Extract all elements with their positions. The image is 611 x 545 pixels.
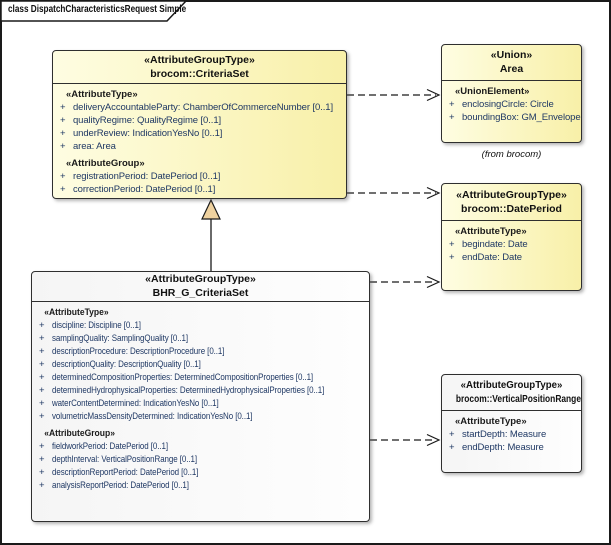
class-box-bhr-g-criteriaset[interactable]: «AttributeGroupType» BHR_G_CriteriaSet «… bbox=[31, 271, 370, 522]
class-header: «AttributeGroupType» BHR_G_CriteriaSet bbox=[32, 272, 369, 302]
class-attributes: «AttributeType» +discipline: Discipline … bbox=[32, 302, 369, 492]
dependency-arrow-criteriaset-to-dateperiod bbox=[347, 186, 441, 200]
visibility-plus: + bbox=[39, 372, 45, 383]
generalization-connector-bhr-to-criteriaset bbox=[201, 198, 221, 271]
visibility-plus: + bbox=[60, 171, 66, 182]
attribute-row: +deliveryAccountableParty: ChamberOfComm… bbox=[60, 102, 333, 113]
class-box-criteriaset[interactable]: «AttributeGroupType» brocom::CriteriaSet… bbox=[52, 50, 347, 199]
visibility-plus: + bbox=[39, 385, 45, 396]
class-name: brocom::VerticalPositionRange bbox=[455, 393, 581, 405]
class-box-verticalpositionrange[interactable]: «AttributeGroupType» brocom::VerticalPos… bbox=[441, 374, 582, 473]
visibility-plus: + bbox=[449, 442, 455, 453]
attribute-row: +descriptionProcedure: DescriptionProced… bbox=[39, 346, 225, 357]
attribute-row: +depthInterval: VerticalPositionRange [0… bbox=[39, 454, 198, 465]
section-label: «AttributeType» bbox=[66, 89, 138, 100]
class-attributes: «AttributeType» +begindate: Date +endDat… bbox=[442, 221, 581, 264]
visibility-plus: + bbox=[39, 411, 45, 422]
section-label: «AttributeGroup» bbox=[44, 428, 115, 439]
class-attributes: «AttributeType» +deliveryAccountablePart… bbox=[53, 84, 346, 196]
class-attributes: «AttributeType» +startDepth: Measure +en… bbox=[442, 411, 581, 454]
visibility-plus: + bbox=[39, 480, 45, 491]
class-name: brocom::CriteriaSet bbox=[150, 67, 249, 80]
attribute-row: +boundingBox: GM_Envelope bbox=[449, 112, 581, 123]
class-box-area[interactable]: «Union» Area «UnionElement» +enclosingCi… bbox=[441, 44, 582, 143]
section-label: «AttributeType» bbox=[455, 416, 527, 427]
attribute-row: +determinedHydrophysicalProperties: Dete… bbox=[39, 385, 325, 396]
attribute-row: +startDepth: Measure bbox=[449, 429, 547, 440]
class-stereotype: «AttributeGroupType» bbox=[145, 273, 256, 285]
visibility-plus: + bbox=[39, 398, 45, 409]
attribute-row: +discipline: Discipline [0..1] bbox=[39, 320, 141, 331]
dependency-arrow-bhr-to-dateperiod bbox=[370, 275, 441, 289]
class-stereotype: «Union» bbox=[490, 49, 533, 61]
attribute-row: +endDate: Date bbox=[449, 252, 522, 263]
section-label: «AttributeGroup» bbox=[66, 158, 145, 169]
visibility-plus: + bbox=[60, 141, 66, 152]
class-box-dateperiod[interactable]: «AttributeGroupType» brocom::DatePeriod … bbox=[441, 183, 582, 291]
class-name: BHR_G_CriteriaSet bbox=[152, 287, 249, 299]
attribute-row: +underReview: IndicationYesNo [0..1] bbox=[60, 128, 223, 139]
visibility-plus: + bbox=[39, 454, 45, 465]
from-package-note: (from brocom) bbox=[481, 149, 542, 160]
visibility-plus: + bbox=[449, 99, 455, 110]
class-header: «AttributeGroupType» brocom::VerticalPos… bbox=[442, 375, 581, 411]
visibility-plus: + bbox=[60, 184, 66, 195]
class-name: brocom::DatePeriod bbox=[461, 202, 562, 215]
visibility-plus: + bbox=[39, 467, 45, 478]
visibility-plus: + bbox=[39, 320, 45, 331]
visibility-plus: + bbox=[449, 429, 455, 440]
visibility-plus: + bbox=[60, 102, 66, 113]
visibility-plus: + bbox=[60, 115, 66, 126]
visibility-plus: + bbox=[449, 112, 455, 123]
attribute-row: +samplingQuality: SamplingQuality [0..1] bbox=[39, 333, 189, 344]
dependency-arrow-criteriaset-to-area bbox=[347, 88, 441, 102]
attribute-row: +analysisReportPeriod: DatePeriod [0..1] bbox=[39, 480, 189, 491]
class-header: «Union» Area bbox=[442, 45, 581, 81]
visibility-plus: + bbox=[39, 333, 45, 344]
attribute-row: +area: Area bbox=[60, 141, 116, 152]
attribute-row: +qualityRegime: QualityRegime [0..1] bbox=[60, 115, 222, 126]
attribute-row: +fieldworkPeriod: DatePeriod [0..1] bbox=[39, 441, 169, 452]
class-header: «AttributeGroupType» brocom::CriteriaSet bbox=[53, 51, 346, 84]
dependency-arrow-bhr-to-verticalpositionrange bbox=[370, 433, 441, 447]
diagram-title: class DispatchCharacteristicsRequest Sim… bbox=[8, 4, 187, 15]
section-label: «AttributeType» bbox=[44, 307, 109, 318]
section-label: «AttributeType» bbox=[455, 226, 527, 237]
visibility-plus: + bbox=[60, 128, 66, 139]
attribute-row: +enclosingCircle: Circle bbox=[449, 99, 554, 110]
class-header: «AttributeGroupType» brocom::DatePeriod bbox=[442, 184, 581, 221]
attribute-row: +waterContentDetermined: IndicationYesNo… bbox=[39, 398, 219, 409]
visibility-plus: + bbox=[449, 239, 455, 250]
visibility-plus: + bbox=[39, 441, 45, 452]
visibility-plus: + bbox=[449, 252, 455, 263]
attribute-row: +determinedCompositionProperties: Determ… bbox=[39, 372, 314, 383]
class-stereotype: «AttributeGroupType» bbox=[456, 188, 567, 201]
visibility-plus: + bbox=[39, 359, 45, 370]
attribute-row: +correctionPeriod: DatePeriod [0..1] bbox=[60, 184, 216, 195]
diagram-frame-tab: class DispatchCharacteristicsRequest Sim… bbox=[0, 0, 200, 24]
attribute-row: +descriptionQuality: DescriptionQuality … bbox=[39, 359, 201, 370]
class-stereotype: «AttributeGroupType» bbox=[460, 379, 563, 391]
attribute-row: +begindate: Date bbox=[449, 239, 528, 250]
class-stereotype: «AttributeGroupType» bbox=[144, 53, 255, 66]
attribute-row: +volumetricMassDensityDetermined: Indica… bbox=[39, 411, 253, 422]
attribute-row: +descriptionReportPeriod: DatePeriod [0.… bbox=[39, 467, 199, 478]
class-attributes: «UnionElement» +enclosingCircle: Circle … bbox=[442, 81, 581, 124]
attribute-row: +registrationPeriod: DatePeriod [0..1] bbox=[60, 171, 221, 182]
attribute-row: +endDepth: Measure bbox=[449, 442, 544, 453]
visibility-plus: + bbox=[39, 346, 45, 357]
class-name: Area bbox=[499, 63, 524, 75]
section-label: «UnionElement» bbox=[455, 86, 530, 97]
